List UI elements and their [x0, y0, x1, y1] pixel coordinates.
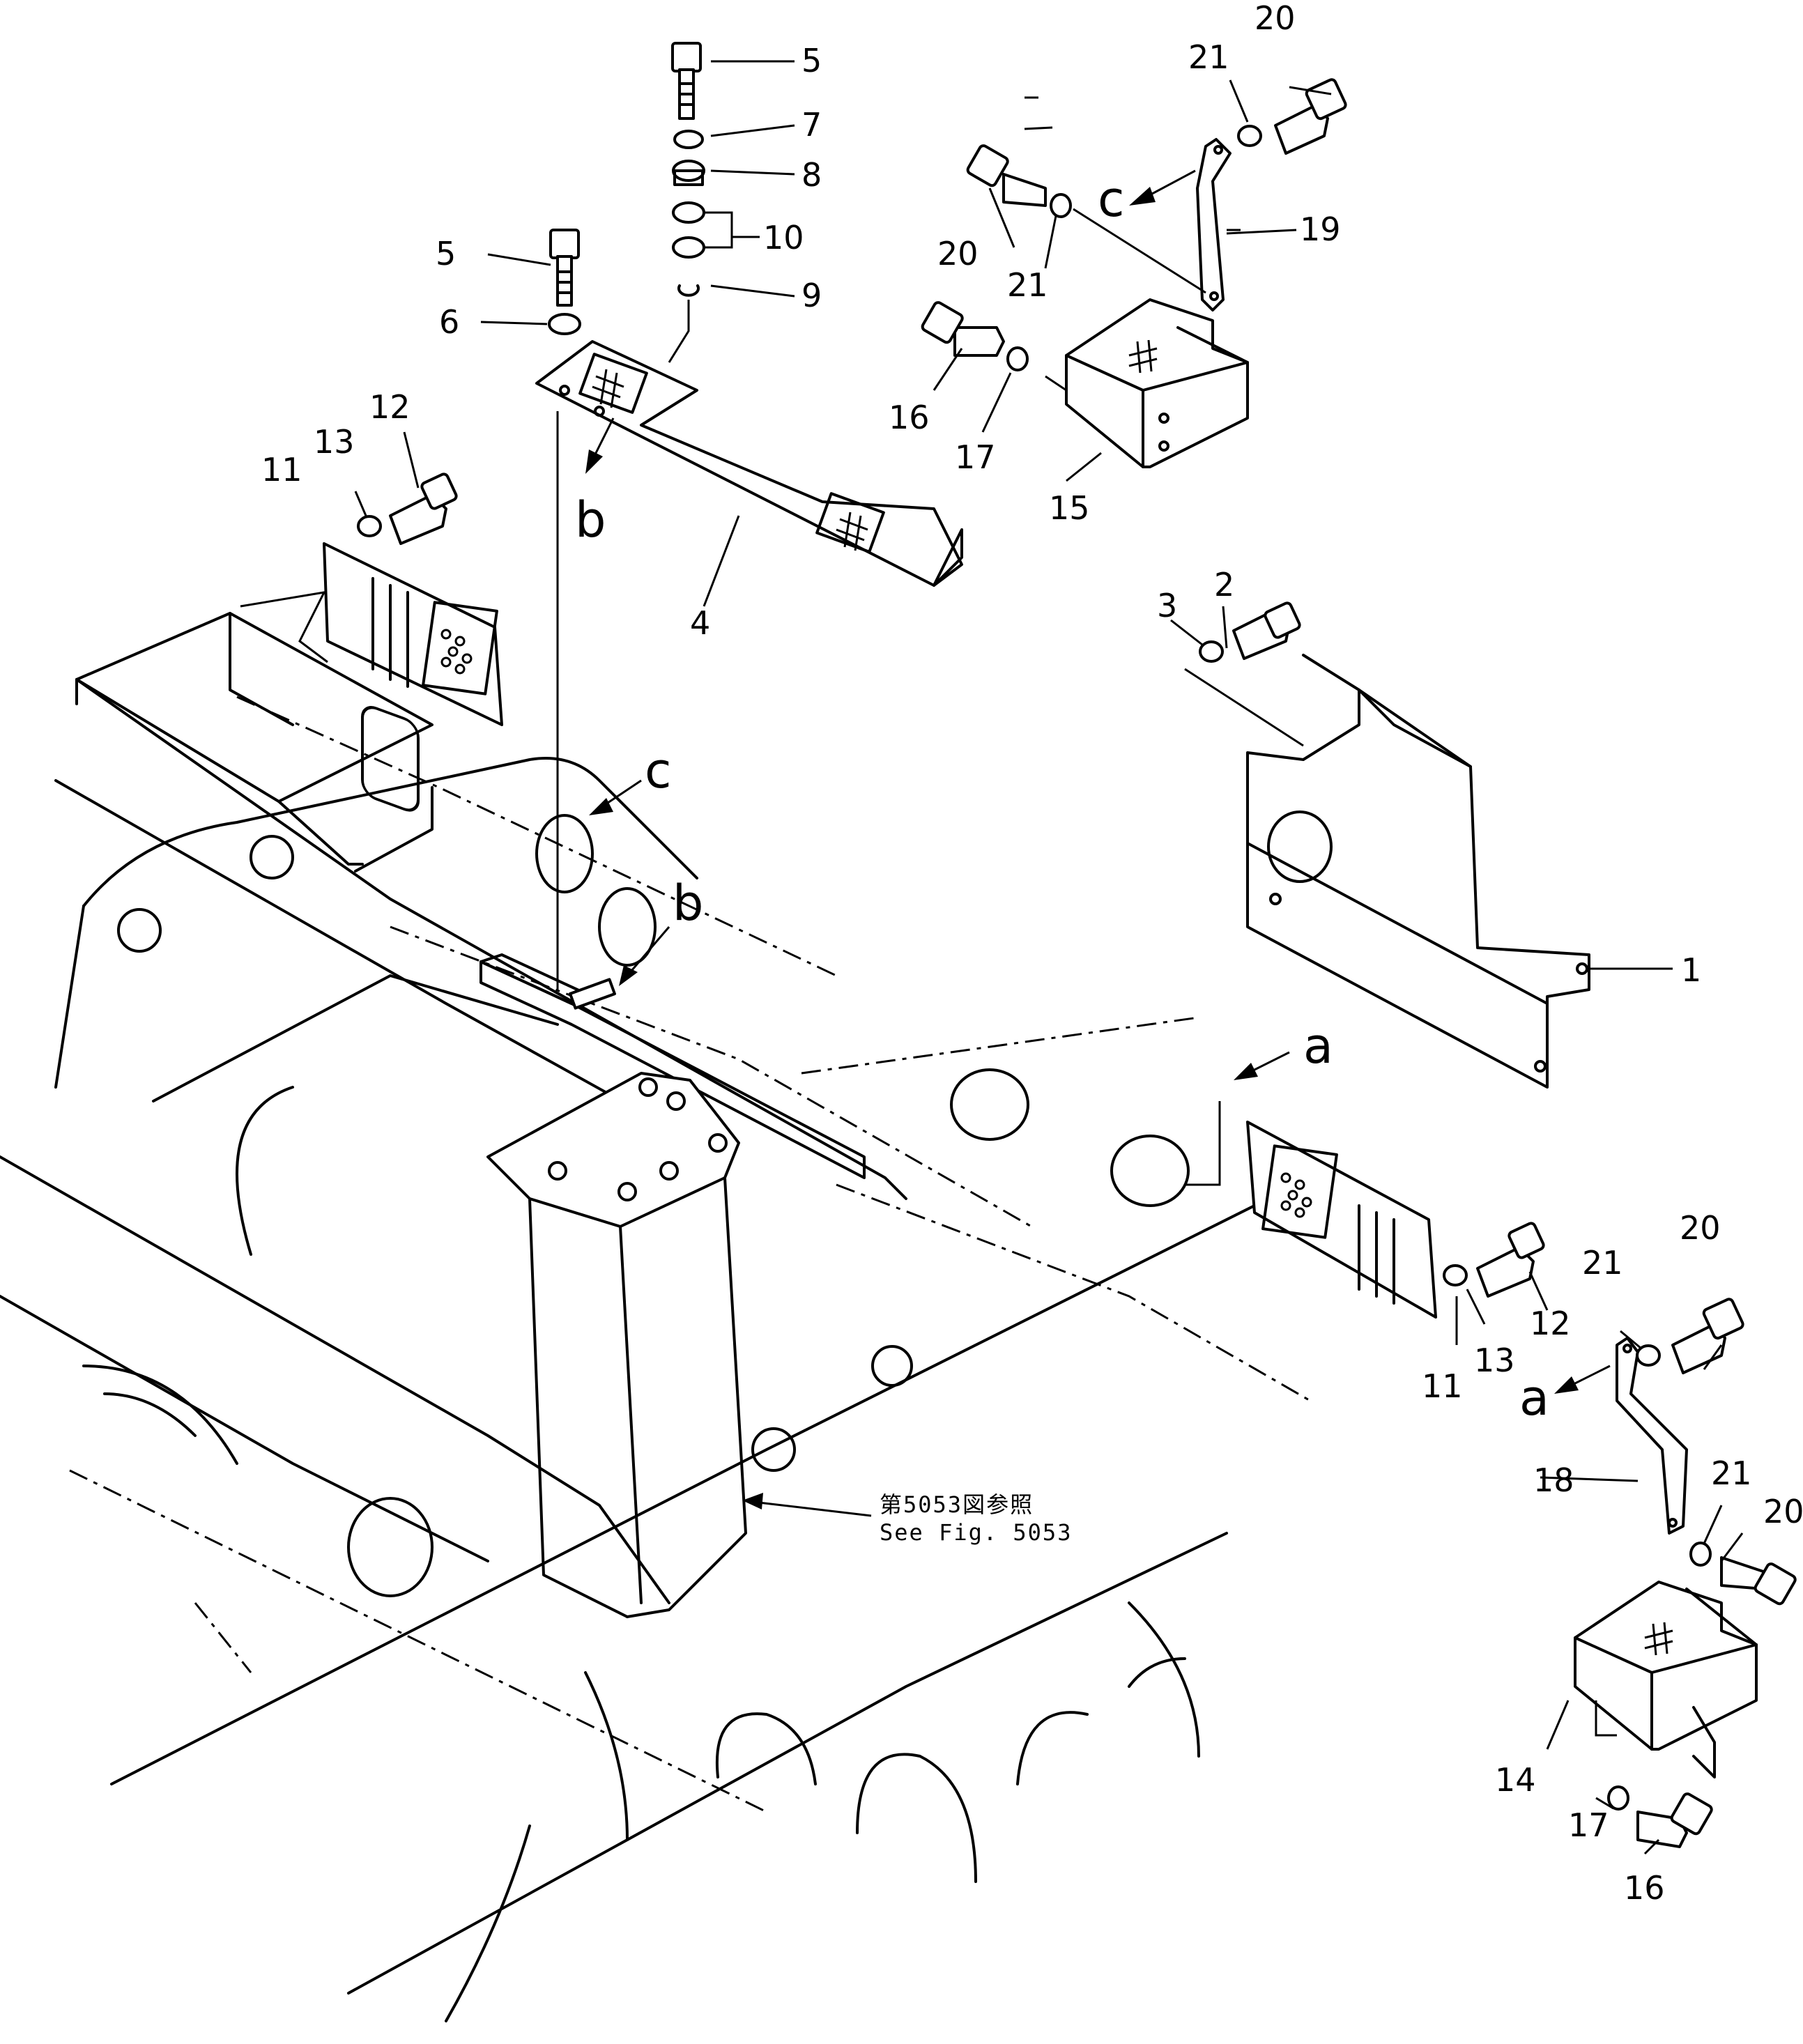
callout-20-left: 20 [937, 235, 979, 272]
washer-17-upper [1006, 346, 1029, 371]
callout-10: 10 [763, 219, 804, 256]
part-15-step-box [1045, 298, 1249, 468]
callout-5-lower: 5 [436, 235, 456, 272]
callout-labels: 1 2 3 4 5 5 6 7 8 9 10 11 11 12 12 13 13… [261, 0, 1803, 1907]
callout-8: 8 [801, 156, 822, 194]
crossbeam [479, 953, 866, 1618]
bolt-20-low [1720, 1556, 1797, 1606]
figure-reference-note: 第5053図参照 See Fig. 5053 [880, 1491, 1072, 1546]
track-frame [0, 612, 1326, 2022]
part-19-strap [1073, 138, 1232, 312]
callout-2: 2 [1214, 566, 1234, 604]
reference-note-japanese: 第5053図参照 [880, 1491, 1034, 1518]
part-11-cover-right [1185, 1101, 1437, 1319]
callout-11-upper: 11 [261, 451, 302, 489]
bolt-16-lower [1636, 1792, 1713, 1848]
washer-13-lower [1443, 1264, 1468, 1286]
callout-5-upper: 5 [801, 42, 822, 79]
callout-17-lower: 17 [1568, 1806, 1609, 1844]
callout-21-mid: 21 [1582, 1244, 1623, 1282]
callout-15: 15 [1049, 489, 1090, 527]
callout-17-upper: 17 [955, 438, 996, 476]
letter-b-upper: b [575, 491, 606, 548]
washer-7 [673, 130, 704, 149]
callout-16-upper: 16 [889, 399, 930, 436]
bolt-5-lower [549, 229, 580, 307]
part-18-strap [1616, 1337, 1688, 1535]
stray-marks [1024, 96, 1053, 130]
callout-4: 4 [690, 604, 710, 642]
bolt-20-top [1274, 78, 1347, 155]
washer-6 [548, 313, 581, 335]
letter-b-lower: b [673, 875, 703, 932]
letter-a-lower: a [1519, 1369, 1549, 1427]
callout-6: 6 [439, 303, 459, 341]
bolt-5-upper [671, 42, 702, 120]
washer-3 [1199, 640, 1224, 663]
letter-c-lower: c [645, 742, 672, 799]
part-4-grid-mark-right [836, 512, 868, 551]
part-4-grid-mark-left [592, 369, 624, 408]
snap-ring-9 [668, 284, 700, 363]
bolt-20-mid [1671, 1298, 1744, 1374]
arrow-reference [742, 1493, 872, 1517]
callout-11-lower: 11 [1422, 1367, 1463, 1405]
bolt-12-upper [389, 472, 458, 545]
arrow-a-upper [1234, 1051, 1290, 1080]
letter-c-upper: c [1098, 171, 1125, 228]
callout-14: 14 [1495, 1761, 1536, 1799]
callout-16-lower: 16 [1624, 1869, 1665, 1907]
callout-3: 3 [1157, 587, 1177, 624]
callout-leaders [354, 60, 1744, 1855]
part-11-cover-left [240, 542, 503, 812]
callout-13-lower: 13 [1474, 1342, 1515, 1379]
washer-21-mid [1636, 1344, 1661, 1367]
reference-note-english: See Fig. 5053 [880, 1519, 1072, 1546]
callout-12-upper: 12 [369, 388, 411, 426]
collar-8 [672, 160, 705, 186]
part-1-cover-plate [1184, 654, 1590, 1089]
callout-1: 1 [1681, 951, 1701, 989]
part-14-step-box [1574, 1581, 1758, 1778]
arrow-c-lower [589, 779, 642, 815]
callout-12-lower: 12 [1530, 1305, 1571, 1342]
callout-21-top: 21 [1188, 38, 1229, 76]
part-4-bracket [535, 340, 963, 990]
dot-pattern-right [1280, 1172, 1312, 1218]
bolt-2 [1232, 601, 1301, 660]
part-15-grid-mark [1128, 339, 1158, 374]
callout-13-upper: 13 [314, 423, 355, 461]
spacers-10 [672, 201, 705, 259]
callout-21-left: 21 [1007, 266, 1048, 304]
part-14-grid-mark [1644, 1622, 1673, 1656]
bolt-16-upper [921, 301, 1005, 357]
washer-17-lower [1607, 1785, 1629, 1811]
arrow-a-lower [1554, 1365, 1611, 1394]
arrow-c-upper [1129, 169, 1196, 206]
letter-a-upper: a [1303, 1017, 1333, 1075]
callout-21-low: 21 [1711, 1454, 1752, 1492]
callout-20-top: 20 [1255, 0, 1296, 37]
washer-21-left [1050, 193, 1072, 218]
callout-20-mid: 20 [1680, 1209, 1721, 1247]
arrow-b-upper [585, 417, 615, 474]
callout-18: 18 [1533, 1461, 1574, 1499]
washer-21-low [1689, 1542, 1712, 1567]
callout-19: 19 [1300, 210, 1341, 248]
callout-20-low: 20 [1763, 1493, 1803, 1530]
callout-7: 7 [801, 106, 822, 144]
washer-21-top [1237, 125, 1262, 147]
dot-pattern-left [440, 629, 473, 675]
washer-13-upper [357, 515, 382, 537]
arrow-b-lower [619, 926, 670, 986]
bolt-12-lower [1476, 1222, 1545, 1298]
reference-letters: a a b b c c [575, 171, 1549, 1427]
callout-9: 9 [801, 277, 822, 314]
bolt-20-left [966, 144, 1047, 207]
